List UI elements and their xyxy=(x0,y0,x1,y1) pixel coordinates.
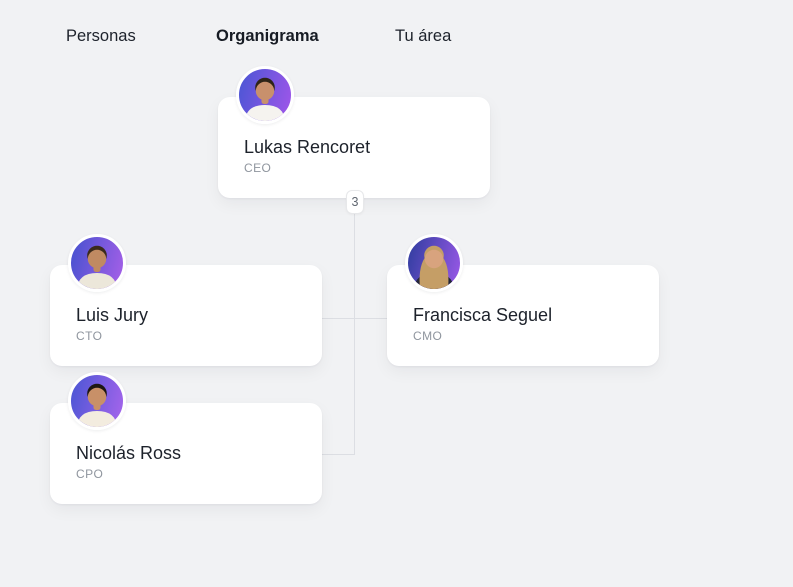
avatar xyxy=(68,234,126,292)
person-role: CPO xyxy=(76,467,104,481)
person-name: Lukas Rencoret xyxy=(244,137,371,157)
tab-personas[interactable]: Personas xyxy=(66,27,136,45)
person-card-ceo[interactable]: Lukas Rencoret CEO xyxy=(218,66,490,198)
person-role: CEO xyxy=(244,161,272,175)
person-name: Luis Jury xyxy=(76,305,149,325)
person-role: CTO xyxy=(76,329,103,343)
direct-reports-count-badge[interactable]: 3 xyxy=(346,190,364,214)
avatar xyxy=(405,234,463,292)
top-nav: Personas Organigrama Tu área xyxy=(0,0,793,60)
person-name: Nicolás Ross xyxy=(76,443,182,463)
person-card-cto[interactable]: Luis Jury CTO xyxy=(50,234,322,366)
tab-tu-area[interactable]: Tu área xyxy=(395,27,452,45)
avatar xyxy=(68,372,126,430)
connector-line-horizontal-bottom xyxy=(322,454,355,455)
avatar xyxy=(236,66,294,124)
tab-organigrama[interactable]: Organigrama xyxy=(216,27,319,45)
person-card-cmo[interactable]: Francisca Seguel CMO xyxy=(387,234,659,366)
connector-line-vertical xyxy=(354,198,355,455)
person-role: CMO xyxy=(413,329,443,343)
connector-line-horizontal-top xyxy=(322,318,387,319)
person-card-cpo[interactable]: Nicolás Ross CPO xyxy=(50,372,322,504)
person-name: Francisca Seguel xyxy=(413,305,553,325)
